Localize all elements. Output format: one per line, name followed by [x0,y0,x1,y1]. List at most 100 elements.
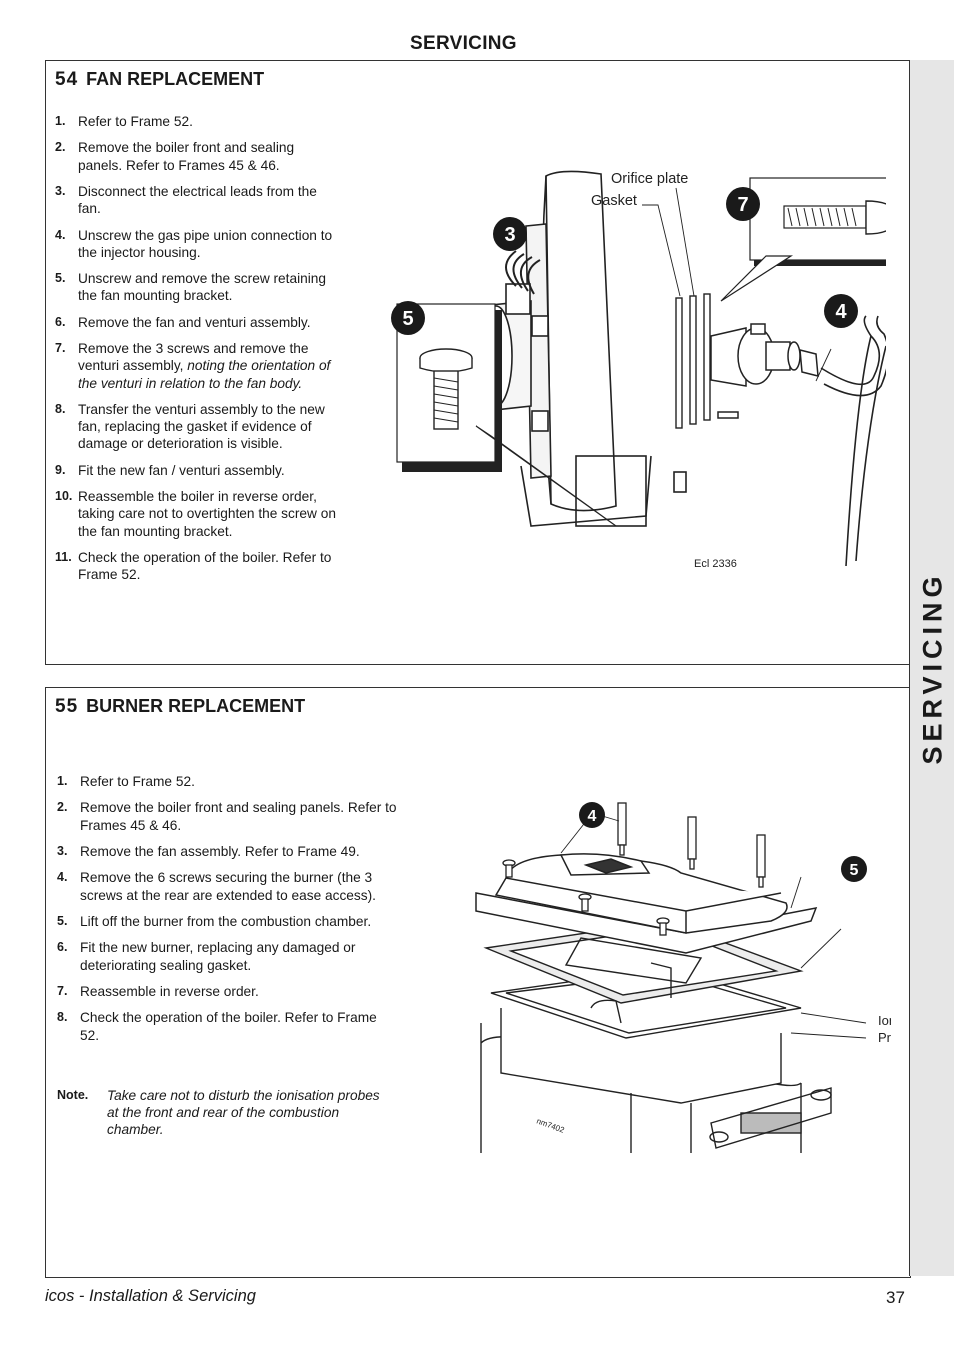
screw-7-inset [720,177,886,302]
burner [475,853,818,954]
step-text: Unscrew and remove the screw retaining t… [78,271,327,304]
frame-54-step-5: 5. Unscrew and remove the screw retaining… [55,270,337,304]
step-number: 4. [55,227,66,242]
label-leaders [642,187,832,382]
frame-54-step-8: 8. Transfer the venturi assembly to the n… [55,401,337,453]
label-drawing-ref: Ecl 2336 [694,558,737,570]
step-number: 8. [57,1010,68,1025]
step-text: Disconnect the electrical leads from the… [78,183,317,217]
frame-55-step-2: 2.Remove the boiler front and sealing pa… [57,799,397,833]
venturi-assembly [710,323,819,419]
step-text-italic: noting the orientation of the venturi in… [78,358,331,391]
fan-diagram: Orifice plate Gasket Ecl 2336 3 5 7 4 [391,170,886,570]
frame-54-step-11: 11. Check the operation of the boiler. Re… [55,549,337,583]
frame-55-step-4: 4. Remove the 6 screws securing the burne… [57,869,397,903]
frame-55-step-3: 3. Remove the fan assembly. Refer to Fram… [57,843,397,860]
step-number: 4. [57,870,68,885]
frame-54-step-9: 9. Fit the new fan / venturi assembly. [55,462,337,479]
frame-55-steps: 1. Refer to Frame 52. 2.Remove the boiler … [57,773,397,1053]
step-text: Remove the 6 screws securing the burner … [80,870,376,903]
electrical-leads [505,250,541,295]
frame-55-step-6: 6.Fit the new burner, replacing any dama… [57,939,397,973]
burner-screws [502,802,766,936]
svg-text:7: 7 [737,194,748,216]
step-number: 1. [55,114,66,128]
step-text: Remove the 3 screws and remove the ventu… [78,341,309,374]
callout-5: 5 [841,856,867,882]
frame-54-number: 54 [55,69,79,90]
frame-55-title: BURNER REPLACEMENT [86,696,306,716]
label-probes: Probes [878,1030,891,1045]
step-number: 3. [57,843,68,858]
step-number: 10. [55,489,73,504]
sidebar-label: SERVICING [917,571,947,765]
frame-54-step-4: 4. Unscrew the gas pipe union connection … [55,227,337,261]
step-text: Unscrew the gas pipe union connection to… [78,227,333,260]
step-text: Remove the fan and venturi assembly. [78,314,311,330]
frame-54-steps: 1. Refer to Frame 52. 2. Remove the boiler … [55,113,337,593]
step-text: Remove the fan assembly. Refer to Frame … [80,843,360,859]
step-number: 9. [55,462,66,477]
step-text: Refer to Frame 52. [78,114,193,129]
label-gasket: Gasket [591,193,637,209]
label-ionisation: Ionisation [878,1013,891,1028]
svg-text:5: 5 [850,862,859,879]
step-text: Transfer the venturi assembly to the new… [78,401,325,452]
callout-3: 3 [493,217,527,251]
frame-54-title: FAN REPLACEMENT [86,69,265,89]
frame-54-step-1: 1. Refer to Frame 52. [55,113,337,130]
frame-54-step-2: 2. Remove the boiler front and sealing pa… [55,139,337,173]
step-text: Reassemble the boiler in reverse order, … [78,489,336,539]
step-number: 2. [55,140,66,155]
step-text: Fit the new fan / venturi assembly. [78,462,285,478]
label-orifice-plate: Orifice plate [611,171,688,187]
step-text: Refer to Frame 52. [80,774,195,789]
frame-54-step-3: 3. Disconnect the electrical leads from t… [55,183,337,217]
step-number: 5. [55,271,66,286]
step-number: 5. [57,913,68,928]
callout-4: 4 [824,294,858,328]
gas-pipe [820,315,886,567]
step-number: 7. [57,983,68,998]
step-number: 6. [55,314,66,329]
step-number: 3. [55,183,66,198]
step-number: 11. [55,549,72,564]
step-text: Remove the boiler front and sealing pane… [78,140,295,173]
footer-page-number: 37 [886,1288,905,1307]
gasket-plates [675,293,711,429]
callout-7: 7 [726,187,760,221]
frame-54-step-7: 7. Remove the 3 screws and remove the ven… [55,340,337,392]
step-number: 7. [55,341,66,356]
step-text: Remove the boiler front and sealing pane… [80,800,397,833]
screw-5-inset [396,303,617,527]
frame-54-step-10: 10. Reassemble the boiler in reverse orde… [55,488,337,540]
frame-55-step-7: 7.Reassemble in reverse order. [57,983,397,1000]
step-text: Check the operation of the boiler. Refer… [80,1010,377,1043]
label-leaders [560,814,867,1039]
label-drawing-ref: nm7402 [535,1116,566,1135]
page-header-title: SERVICING [410,33,517,54]
frame-54-step-6: 6. Remove the fan and venturi assembly. [55,314,337,331]
step-text: Check the operation of the boiler. Refer… [78,549,332,583]
burner-diagram: Ionisation Probes nm7402 4 5 6 [475,802,891,1153]
svg-text:4: 4 [835,301,847,323]
frame-55-step-5: 5.Lift off the burner from the combustio… [57,913,397,930]
svg-text:5: 5 [402,308,413,330]
svg-text:4: 4 [588,808,597,825]
callout-5: 5 [391,301,425,335]
step-number: 8. [55,401,66,416]
frame-55-step-1: 1. Refer to Frame 52. [57,773,397,790]
fan-body [520,170,687,527]
note-label: Note. [57,1088,89,1102]
frame-55-step-8: 8. Check the operation of the boiler. Ref… [57,1009,397,1043]
footer-document-title: icos - Installation & Servicing [45,1287,256,1305]
combustion-chamber [480,1008,832,1153]
step-number: 6. [57,940,68,955]
note-text: Take care not to disturb the ionisation … [107,1088,380,1138]
section-sidebar-tab: SERVICING [909,60,954,1276]
frame-54-heading: 54 FAN REPLACEMENT [55,69,264,91]
step-number: 1. [57,774,68,788]
